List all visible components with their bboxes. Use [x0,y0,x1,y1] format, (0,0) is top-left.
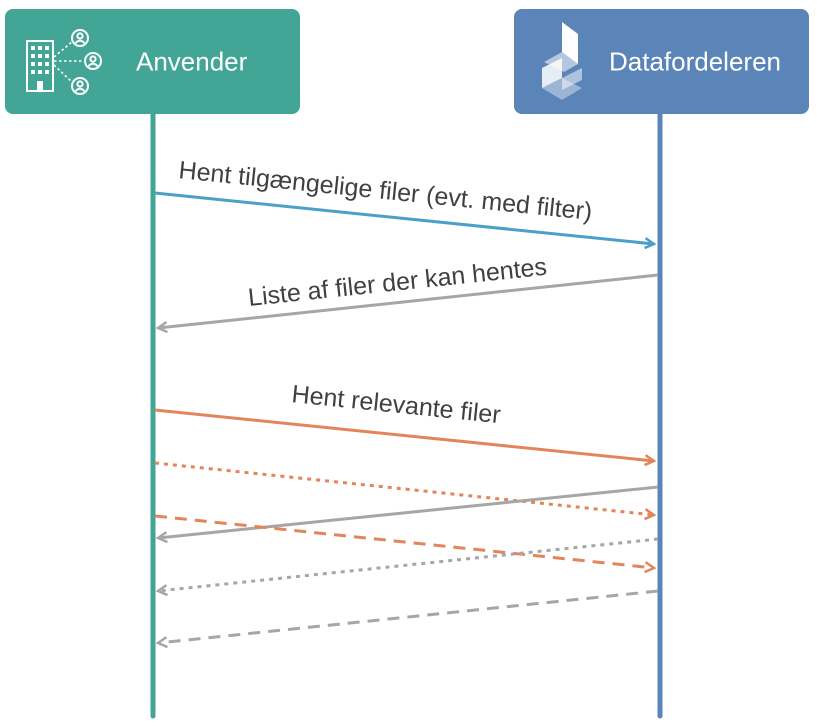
message-arrow-4 [154,461,654,515]
actor-label-datafordeleren: Datafordeleren [609,46,781,76]
message-arrow-1 [154,191,654,244]
actor-datafordeleren: Datafordeleren [514,9,809,114]
message-arrow-7 [158,537,659,591]
message-arrow-3 [154,408,654,461]
message-arrow-5 [158,485,659,538]
actor-anvender: Anvender [5,9,300,114]
datafordeleren-logo-icon [542,22,582,100]
message-label-3: Hent relevante filer [290,380,502,429]
message-arrow-6 [154,514,654,568]
actor-label-anvender: Anvender [136,46,248,76]
message-arrow-2 [158,273,659,328]
message-arrow-8 [158,589,659,643]
building-users-icon [26,29,102,95]
